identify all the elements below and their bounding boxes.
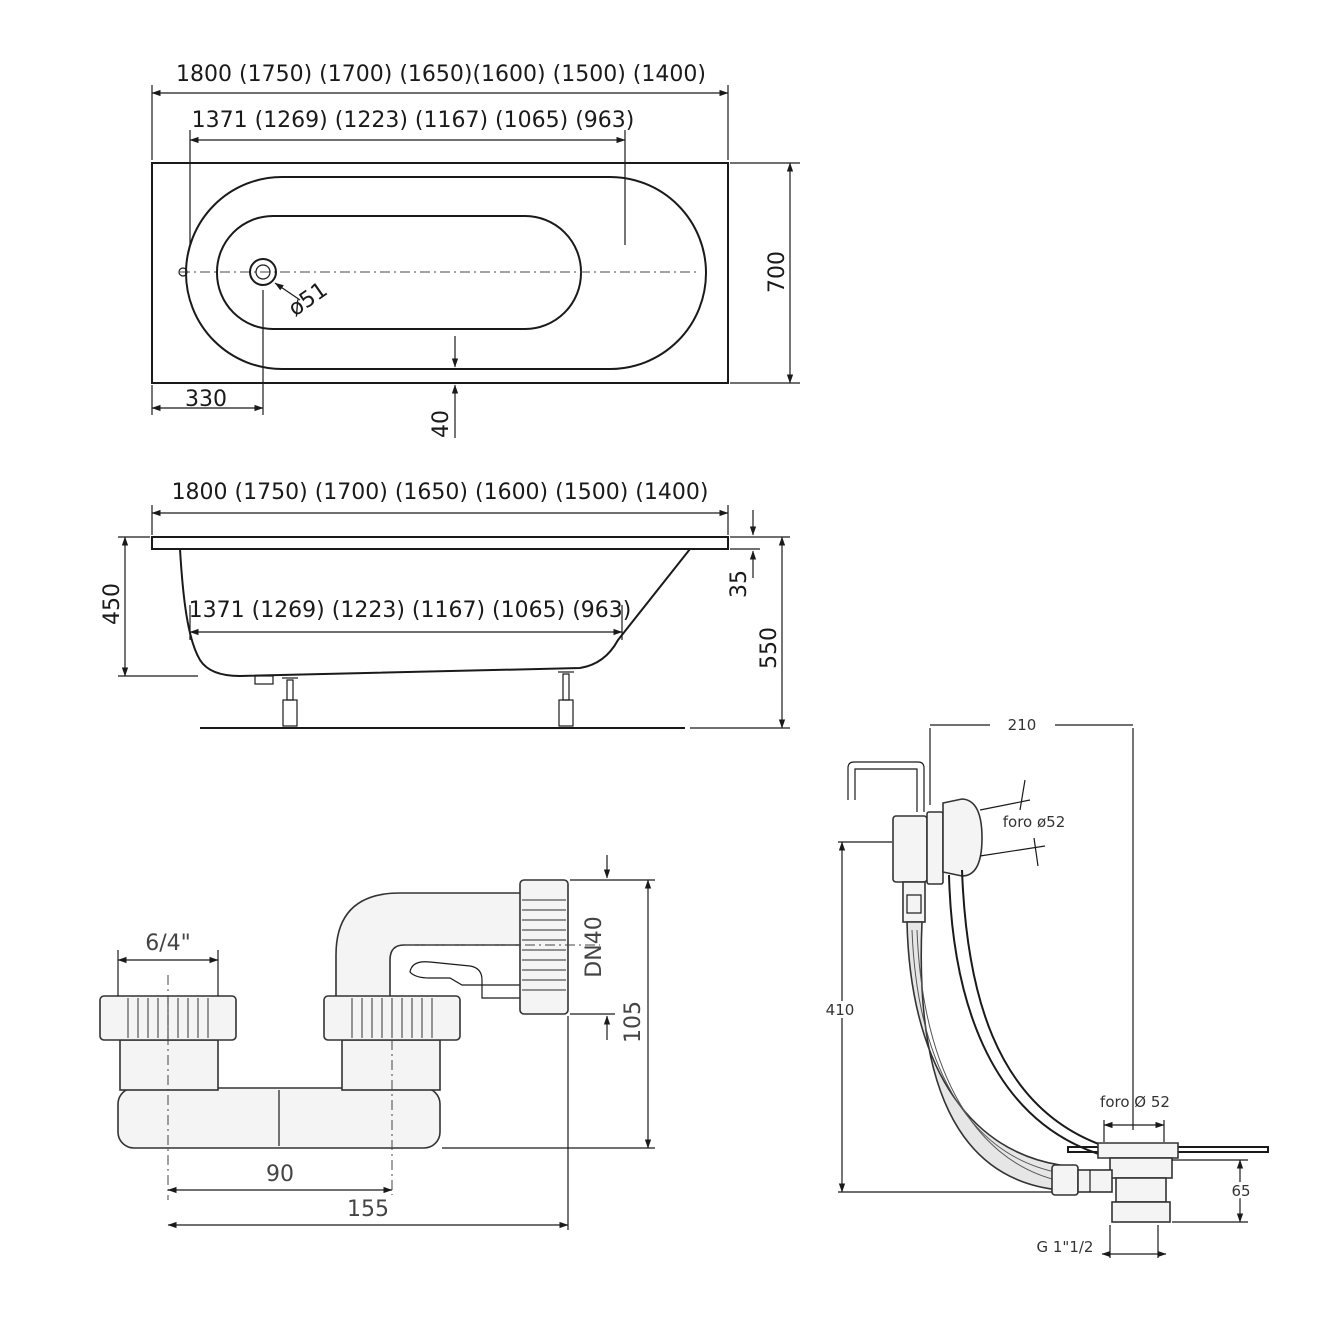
- label-inner-length: 1371 (1269) (1223) (1167) (1065) (963): [192, 108, 635, 133]
- leader-overflow-bottom: [1033, 837, 1039, 867]
- drain-body: [1051, 1142, 1179, 1223]
- overflow-cap: [942, 798, 983, 877]
- leg-right: [558, 671, 574, 727]
- tub-outline: [151, 162, 729, 384]
- label-side-overall-length: 1800 (1750) (1700) (1650) (1600) (1500) …: [172, 480, 709, 505]
- control-cable: [961, 869, 1111, 1149]
- drain-inner: [255, 264, 271, 280]
- label-inlet-spacing: 90: [266, 1162, 294, 1187]
- tub-rim-inner: [185, 176, 707, 370]
- label-set-height: 410: [826, 1001, 855, 1019]
- drain-outer: [249, 258, 277, 286]
- drain-stub: [254, 675, 274, 685]
- overflow-lever: [847, 761, 925, 812]
- leader-overflow-top: [1019, 779, 1026, 811]
- label-outlet: DN40: [582, 916, 607, 977]
- label-drain-height: 65: [1231, 1182, 1250, 1200]
- label-side-inner-length: 1371 (1269) (1223) (1167) (1065) (963): [189, 598, 632, 623]
- label-thread-size: G 1"1/2: [1037, 1238, 1094, 1256]
- overflow-mark: [178, 267, 188, 277]
- label-rim-width: 40: [429, 410, 454, 438]
- leg-left: [282, 677, 298, 727]
- label-thread: 6/4": [145, 931, 191, 956]
- bathtub-side-view: 1800 (1750) (1700) (1650) (1600) (1500) …: [100, 480, 790, 729]
- label-drain-offset: 330: [185, 387, 227, 412]
- right-nut: [323, 995, 461, 1041]
- label-overflow-hole: foro ø52: [1003, 813, 1066, 831]
- tub-rim: [151, 536, 729, 550]
- label-rim-thickness: 35: [727, 570, 752, 598]
- leader-drain: [274, 282, 301, 301]
- label-total-width: 155: [347, 1197, 389, 1222]
- siphon-drawing: 6/4" DN40 105 90 155: [99, 855, 655, 1230]
- label-set-width: 210: [1008, 716, 1037, 734]
- outlet-nut: [519, 879, 569, 1015]
- tub-body: [179, 548, 691, 678]
- bathtub-top-view: 1800 (1750) (1700) (1650)(1600) (1500) (…: [151, 62, 800, 438]
- overflow-body: [892, 815, 928, 883]
- label-total-height: 550: [757, 627, 782, 669]
- label-width: 700: [765, 251, 790, 293]
- siphon-elbow: [335, 892, 523, 999]
- label-drain-hole: foro Ø 52: [1100, 1093, 1170, 1111]
- overflow-hose: [906, 921, 1061, 1191]
- label-siphon-height: 105: [621, 1001, 646, 1043]
- label-drain-diameter: ø51: [284, 278, 332, 322]
- label-depth: 450: [100, 583, 125, 625]
- overflow-drain-drawing: 210 foro ø52 410 foro Ø 52 65 G 1"1/2: [823, 716, 1269, 1258]
- label-overall-length: 1800 (1750) (1700) (1650)(1600) (1500) (…: [176, 62, 706, 87]
